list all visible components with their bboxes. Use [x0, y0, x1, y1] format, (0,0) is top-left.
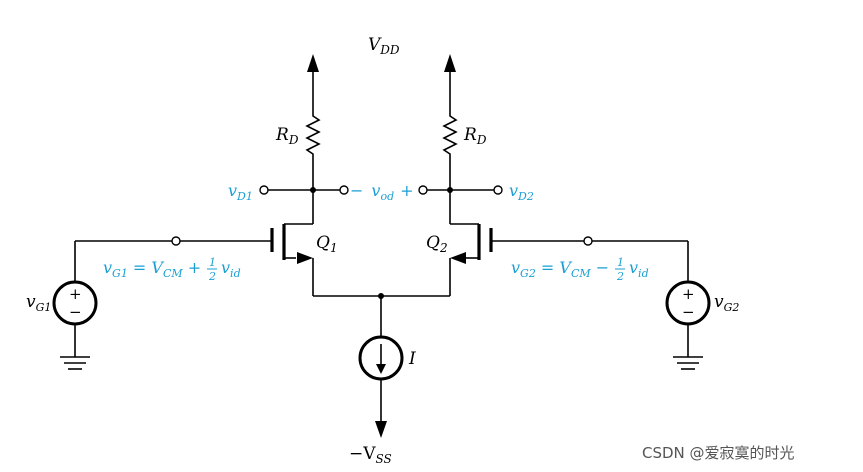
vg1-vid: vid: [221, 258, 241, 280]
svg-text:+: +: [69, 285, 82, 303]
q1-label: Q1: [316, 233, 338, 255]
source-common-node: [313, 293, 450, 336]
watermark: CSDN @爱寂寞的时光: [642, 444, 795, 462]
vdd-arrow-left: [307, 54, 319, 112]
vg1-fraction: 1 2: [207, 256, 217, 283]
ground-left: [60, 356, 90, 370]
vod-label: −vod+: [350, 181, 414, 203]
rd-left-label: RD: [275, 125, 299, 147]
vg2-fraction: 1 2: [615, 256, 625, 283]
transistor-q1: [171, 223, 314, 296]
svg-text:2: 2: [208, 270, 216, 283]
current-label: I: [408, 349, 416, 369]
vd2-label: vD2: [509, 181, 534, 203]
vg1-equation: vG1 = VCM +: [103, 258, 201, 280]
svg-text:−: −: [682, 303, 695, 321]
vg2-source-label: vG2: [714, 292, 739, 314]
rd-right-label: RD: [463, 125, 487, 147]
voltage-source-vg1: + −: [52, 240, 172, 357]
svg-text:−: −: [69, 303, 82, 321]
vg2-equation: vG2 = VCM −: [511, 258, 609, 280]
vd1-label: vD1: [228, 181, 253, 203]
vss-label: −VSS: [349, 444, 392, 466]
drain-node-right: [418, 185, 503, 224]
voltage-source-vg2: + −: [592, 240, 711, 357]
drain-node-left: [259, 185, 349, 224]
vg2-vid: vid: [629, 258, 649, 280]
resistor-rd-right: [442, 112, 458, 190]
vdd-label: VDD: [368, 35, 400, 57]
resistor-rd-left: [305, 112, 321, 190]
svg-text:1: 1: [209, 256, 216, 269]
current-source: [358, 335, 404, 438]
svg-text:1: 1: [617, 256, 624, 269]
vdd-arrow-right: [444, 54, 456, 112]
svg-text:2: 2: [616, 270, 624, 283]
svg-text:+: +: [682, 285, 695, 303]
transistor-q2: [449, 223, 593, 296]
ground-right: [673, 356, 703, 370]
vg1-source-label: vG1: [26, 292, 51, 314]
q2-label: Q2: [426, 233, 448, 255]
